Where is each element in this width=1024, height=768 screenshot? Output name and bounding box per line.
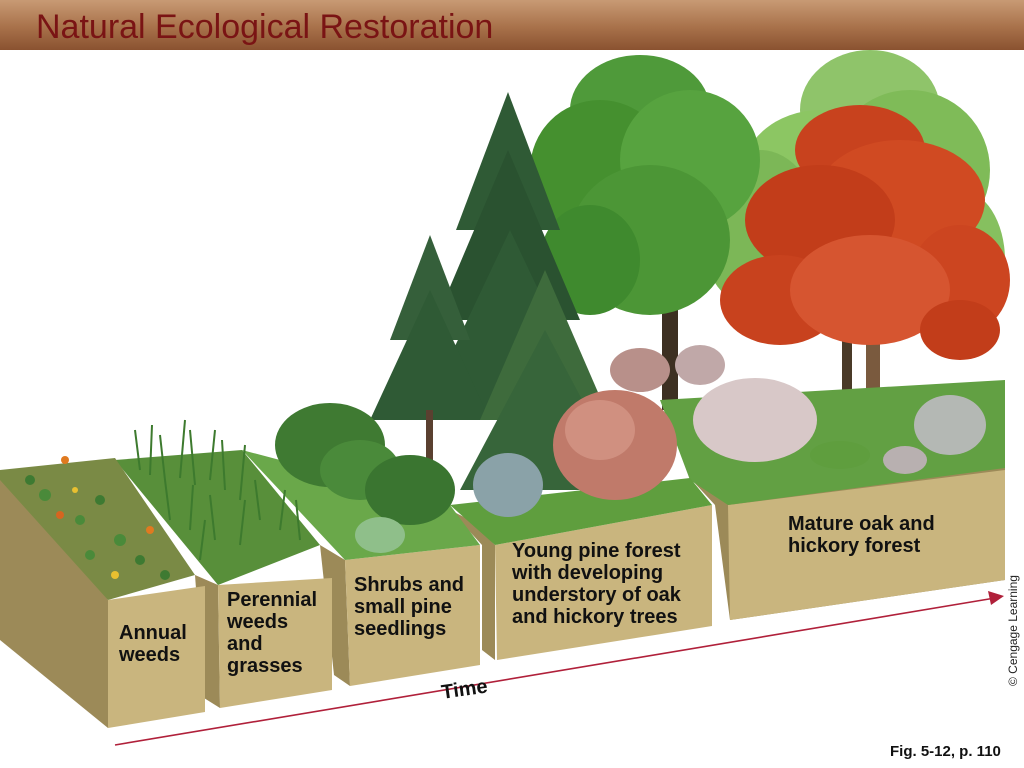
stage-shrubs-label: Shrubs and small pine seedlings [354,574,464,640]
annual-weeds-plants [25,456,170,580]
stage-mature-forest-label: Mature oak and hickory forest [788,513,935,557]
label-line: and [227,633,263,655]
label-line: Young pine forest [512,540,681,562]
figure-caption: Fig. 5-12, p. 110 [890,743,1001,760]
perennial-grasses [134,419,301,561]
label-line: small pine [354,596,452,618]
page-title: Natural Ecological Restoration [36,8,494,46]
label-line: seedlings [354,618,447,640]
label-line: understory of oak [512,584,681,606]
copyright-container: © Cengage Learning [1006,575,1022,686]
label-line: and hickory trees [512,606,678,628]
stage-perennial-weeds-label: Perennial weeds and grasses [227,589,317,677]
time-arrowhead [988,591,1004,605]
label-line: Annual [119,622,187,644]
title-bar: Natural Ecological Restoration [0,0,1024,50]
copyright-notice: © Cengage Learning [1006,575,1020,686]
label-line: grasses [227,655,303,677]
time-arrow-line [114,597,996,746]
stage-annual-weeds-label: Annual weeds [119,622,187,666]
label-line: Shrubs and [354,574,465,596]
label-line: Perennial [227,589,318,611]
label-line: weeds [119,644,181,666]
label-line: hickory forest [788,535,921,557]
shrubs [275,403,455,553]
label-line: with developing [512,562,664,584]
label-line: Mature oak and [788,513,935,535]
understory-bushes [473,345,986,517]
mature-forest-trees [530,50,1010,470]
stage-young-pine-label: Young pine forest with developing unders… [512,540,681,628]
label-line: weeds [227,611,289,633]
